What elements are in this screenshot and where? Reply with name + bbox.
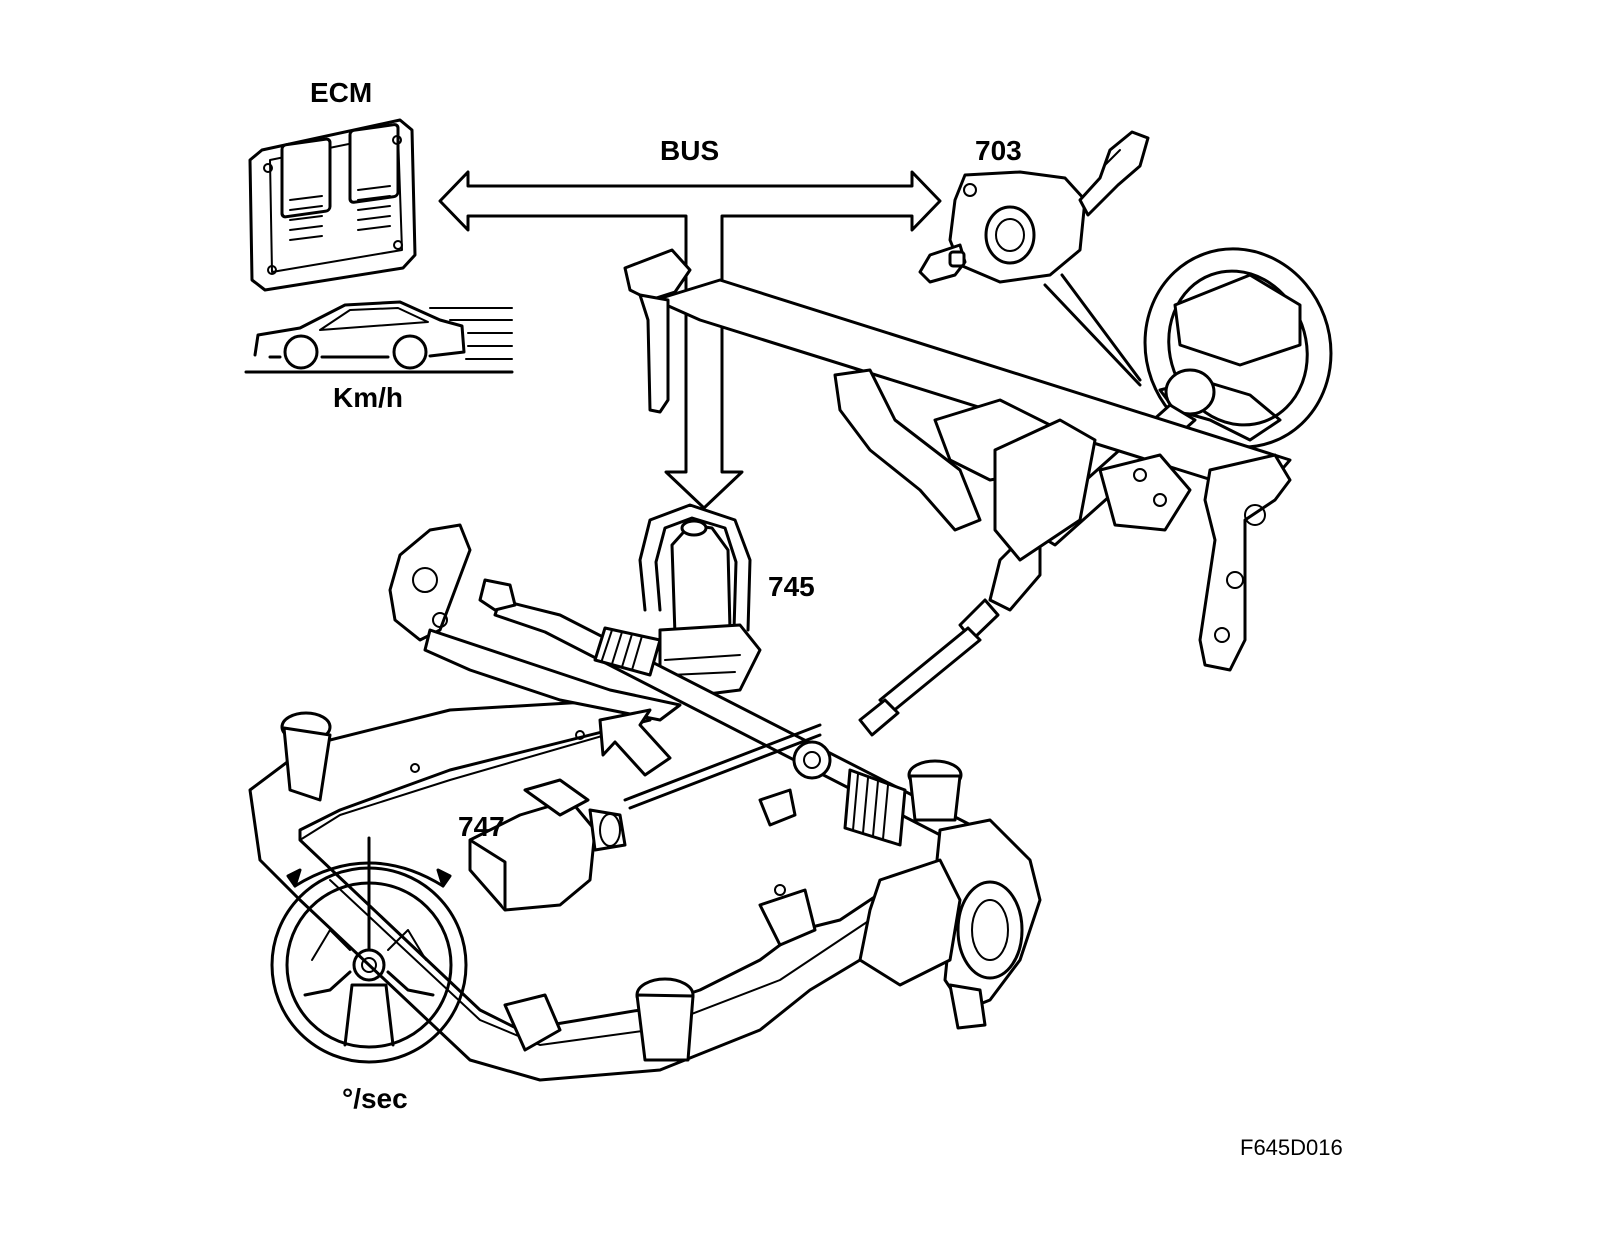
cross-car-beam-illustration bbox=[623, 248, 1292, 672]
part-745-pump-illustration bbox=[638, 503, 762, 697]
subframe-illustration bbox=[248, 698, 963, 1082]
figure-code-label: F645D016 bbox=[1240, 1135, 1343, 1160]
ecm-module-illustration bbox=[248, 118, 417, 292]
part-703-sensor-illustration bbox=[918, 130, 1150, 387]
steering-wheel-illustration bbox=[1143, 247, 1333, 449]
angle-rate-unit-label: °/sec bbox=[342, 1083, 408, 1114]
left-knuckle-illustration bbox=[388, 523, 472, 642]
speed-unit-label: Km/h bbox=[333, 382, 403, 413]
steering-rate-icon bbox=[270, 836, 468, 1064]
part-745-label: 745 bbox=[768, 571, 815, 602]
car-speed-icon bbox=[244, 300, 514, 374]
ecm-label: ECM bbox=[310, 77, 372, 108]
part-747-label: 747 bbox=[458, 811, 505, 842]
part-747-sensor-illustration bbox=[468, 723, 822, 912]
part-703-label: 703 bbox=[975, 135, 1022, 166]
control-arms-illustration bbox=[423, 628, 962, 987]
right-knuckle-illustration bbox=[933, 818, 1042, 1030]
bus-label: BUS bbox=[660, 135, 719, 166]
steering-rack-illustration bbox=[478, 578, 1002, 860]
bus-arrows bbox=[438, 170, 942, 510]
location-pointer-arrow bbox=[598, 708, 672, 777]
